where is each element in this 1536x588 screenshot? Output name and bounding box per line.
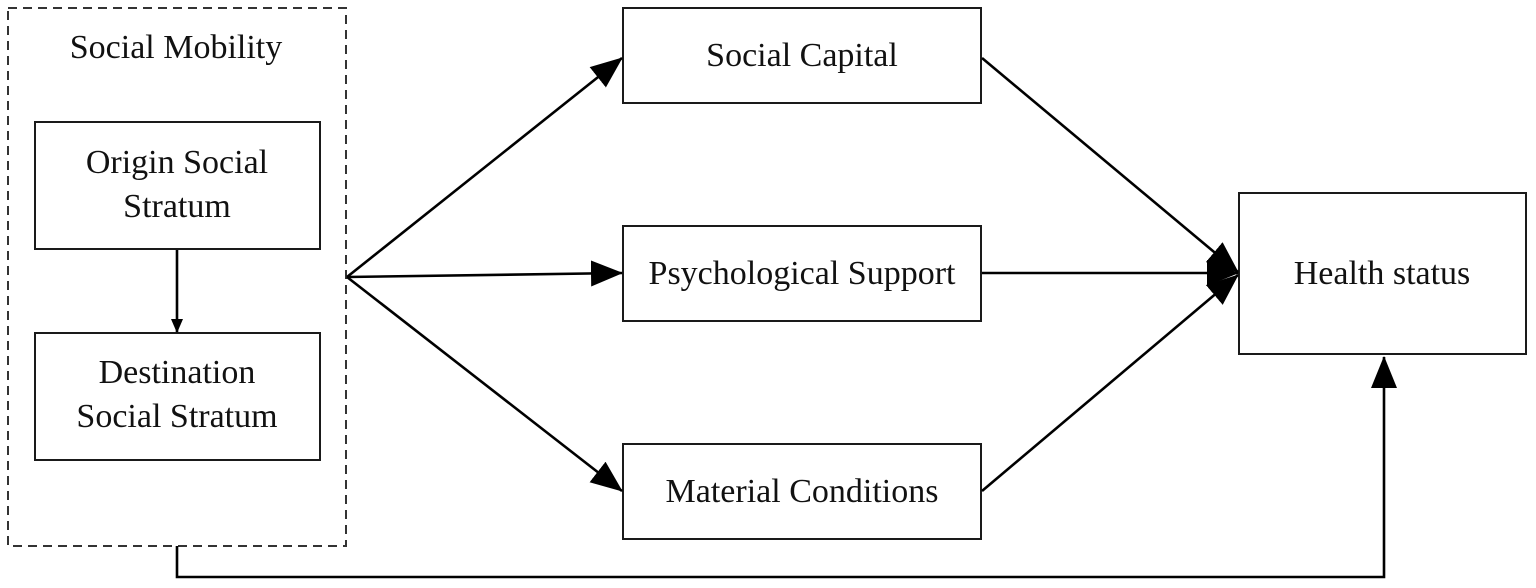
destination-social-stratum-label-line1: Destination <box>99 354 256 391</box>
destination-social-stratum-label-line2: Social Stratum <box>76 398 277 435</box>
social-capital-box <box>622 7 982 104</box>
origin-social-stratum-node: Origin Social Stratum <box>34 121 321 250</box>
material-conditions-node: Material Conditions <box>622 443 982 540</box>
arrow-mobility-to-material-conditions <box>346 275 623 493</box>
arrow-social-capital-to-health-status <box>981 57 1239 273</box>
arrow-mobility-to-social-capital <box>346 56 623 279</box>
psychological-support-box <box>622 225 982 322</box>
destination-social-stratum-box <box>34 332 321 461</box>
destination-social-stratum-node: Destination Social Stratum <box>34 332 321 461</box>
origin-social-stratum-box <box>34 121 321 250</box>
social-mobility-group-border <box>7 7 347 547</box>
social-mobility-title: Social Mobility <box>70 29 283 66</box>
social-capital-label: Social Capital <box>706 37 898 74</box>
health-status-label: Health status <box>1294 255 1471 292</box>
origin-social-stratum-label-line1: Origin Social <box>86 144 268 181</box>
arrows <box>171 56 1397 579</box>
social-capital-node: Social Capital <box>622 7 982 104</box>
arrow-mobility-to-psychological-support <box>346 260 623 287</box>
arrow-mobility-to-health-status-direct <box>175 356 1397 579</box>
social-mobility-group: Social Mobility <box>7 7 347 547</box>
health-status-node: Health status <box>1238 192 1527 355</box>
psychological-support-label: Psychological Support <box>649 255 956 292</box>
psychological-support-node: Psychological Support <box>622 225 982 322</box>
arrow-material-conditions-to-health-status <box>981 274 1239 492</box>
origin-social-stratum-label-line2: Stratum <box>123 188 231 225</box>
health-status-box <box>1238 192 1527 355</box>
material-conditions-label: Material Conditions <box>666 473 939 510</box>
material-conditions-box <box>622 443 982 540</box>
